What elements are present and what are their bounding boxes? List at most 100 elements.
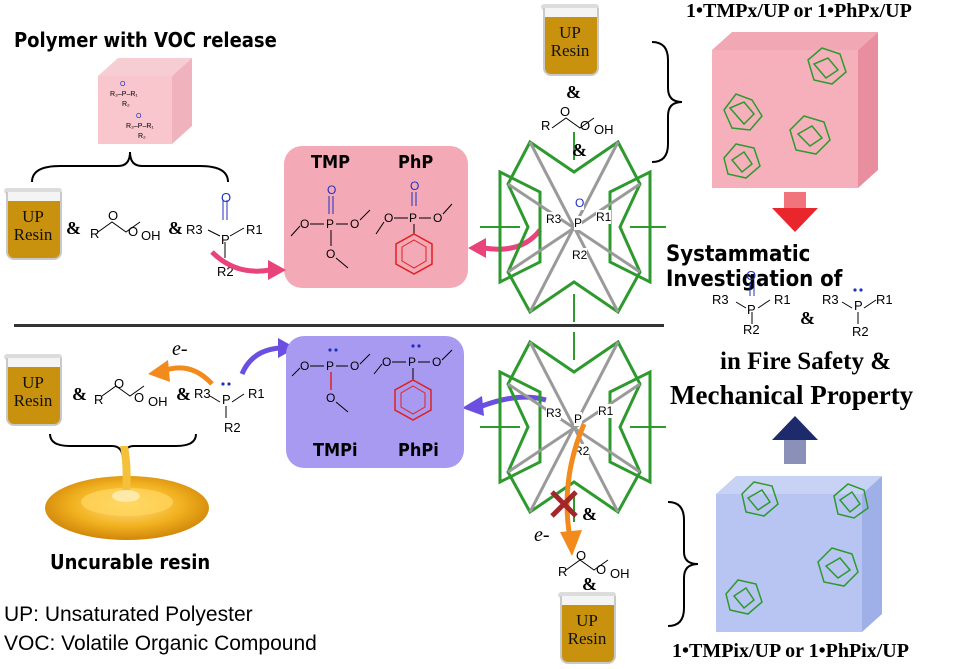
amp-right: & <box>800 308 815 328</box>
phosphate-structure-top-left <box>207 200 245 258</box>
svg-text:O: O <box>382 355 391 369</box>
up-resin-beaker-bottom-left: UP Resin <box>4 354 62 426</box>
phosphate-o: O <box>221 190 232 205</box>
tmpi-label: TMPi <box>313 440 358 461</box>
amp-1: & <box>66 218 81 238</box>
mof-composite-cube-pink <box>712 32 878 188</box>
svg-text:P: P <box>326 217 334 231</box>
mof-top-r1: R1 <box>596 210 612 224</box>
svg-text:O: O <box>350 359 359 373</box>
peroxide-bl-r: R <box>94 392 104 407</box>
mof-top-r2: R2 <box>572 248 588 262</box>
mof-top-p: P <box>574 216 583 230</box>
tmpi-phpi-structures: O P O O O P O <box>291 344 453 421</box>
right-phosphate-r1: R1 <box>774 292 791 307</box>
peroxide-tm-o1: O <box>560 104 571 119</box>
mof-top-r3: R3 <box>546 212 562 226</box>
peroxide-tm-oh: OH <box>594 122 614 137</box>
up-resin-beaker-bottom-middle: UP Resin <box>558 592 616 664</box>
svg-text:P: P <box>409 211 417 225</box>
legend-voc: VOC: Volatile Organic Compound <box>4 632 317 655</box>
top-right-title: 1•TMPx/UP or 1•PhPx/UP <box>686 0 912 22</box>
peroxide-oh: OH <box>141 228 161 243</box>
amp-7: & <box>582 504 597 524</box>
brace-bottom-right <box>667 501 699 627</box>
mof-composite-cube-blue <box>716 476 882 632</box>
red-down-arrow <box>772 192 818 232</box>
right-phosphite-r1: R1 <box>876 292 893 307</box>
svg-text:O: O <box>410 179 419 193</box>
svg-text:O: O <box>300 217 309 231</box>
svg-text:O: O <box>120 81 126 88</box>
phosphite-structure-right <box>841 288 877 324</box>
right-phosphite-r2: R2 <box>852 324 869 339</box>
uncurable-resin-label: Uncurable resin <box>50 550 211 574</box>
electron-label-left: e- <box>172 338 188 360</box>
phosphite-bl-p: P <box>222 392 231 407</box>
svg-text:O: O <box>326 391 335 405</box>
voc-polymer-cube: O R₃–P–R₁ R₂ O R₃–P–R₁ R₂ <box>98 58 192 144</box>
peroxide-structure-bottom-middle <box>565 559 609 571</box>
phosphate-r2: R2 <box>217 264 234 279</box>
peroxide-bm-oh: OH <box>610 566 630 581</box>
peroxide-bm-o2: O <box>596 562 607 577</box>
tmp-php-panel <box>284 146 468 288</box>
orange-arrow-left <box>148 360 214 386</box>
peroxide-structure-top-left <box>97 221 141 233</box>
fire-safety-label: in Fire Safety & <box>720 348 892 375</box>
polymer-voc-title: Polymer with VOC release <box>14 28 277 52</box>
peroxide-tm-o2: O <box>580 118 591 133</box>
amp-8: & <box>582 574 597 594</box>
pink-arrow-left <box>210 250 286 280</box>
legend-up: UP: Unsaturated Polyester <box>4 603 253 626</box>
brace-top-left <box>31 151 229 183</box>
up-resin-beaker-top-left: UP Resin <box>4 188 62 260</box>
svg-text:P: P <box>408 355 416 369</box>
peroxide-structure-top-middle <box>551 117 595 129</box>
mof-top-o: O <box>575 196 585 210</box>
right-phosphite-r3: R3 <box>822 292 839 307</box>
mof-framework-bottom <box>480 332 666 522</box>
amp-4: & <box>572 140 587 160</box>
up-resin-beaker-top-middle: UP Resin <box>541 4 599 76</box>
peroxide-bl-o1: O <box>114 376 125 391</box>
peroxide-bl-oh: OH <box>148 394 168 409</box>
mof-bottom-r1: R1 <box>598 404 614 418</box>
tmp-php-structures: O O P O O O O P O <box>290 179 453 275</box>
peroxide-bl-o2: O <box>134 390 145 405</box>
svg-text:O: O <box>384 211 393 225</box>
mof-bottom-p: P <box>574 412 583 426</box>
svg-text:O: O <box>327 183 336 197</box>
phosphite-bl-r3: R3 <box>194 386 211 401</box>
bottom-right-title: 1•TMPix/UP or 1•PhPix/UP <box>672 640 909 662</box>
svg-text:O: O <box>433 211 442 225</box>
uncurable-resin-image <box>45 446 209 540</box>
phosphate-r3: R3 <box>186 222 203 237</box>
phosphite-structure-bottom-left <box>209 382 245 418</box>
peroxide-structure-bottom-left <box>101 385 145 397</box>
brace-top-right <box>651 41 683 163</box>
svg-text:O: O <box>136 113 142 120</box>
amp-6: & <box>176 384 191 404</box>
tmpi-phpi-panel <box>286 336 464 468</box>
svg-text:O: O <box>432 355 441 369</box>
tmp-label: TMP <box>311 152 351 173</box>
navy-up-arrow <box>772 416 818 464</box>
php-label: PhP <box>398 152 434 173</box>
phosphate-p: P <box>221 232 230 247</box>
phosphite-bl-r2: R2 <box>224 420 241 435</box>
amp-5: & <box>72 384 87 404</box>
svg-text:P: P <box>326 359 334 373</box>
right-phosphate-p: P <box>747 302 756 317</box>
mechanical-property-label: Mechanical Property <box>670 380 914 410</box>
svg-text:R₃–P–R₁: R₃–P–R₁ <box>110 91 138 98</box>
pink-arrow-right <box>468 228 542 258</box>
phosphite-bl-r1: R1 <box>248 386 265 401</box>
peroxide-o2: O <box>128 224 139 239</box>
svg-text:R₃–P–R₁: R₃–P–R₁ <box>126 123 154 130</box>
phpi-label: PhPi <box>398 440 439 461</box>
right-phosphate-r3: R3 <box>712 292 729 307</box>
amp-3: & <box>566 82 581 102</box>
peroxide-tm-r: R <box>541 118 551 133</box>
peroxide-bm-r: R <box>558 564 568 579</box>
